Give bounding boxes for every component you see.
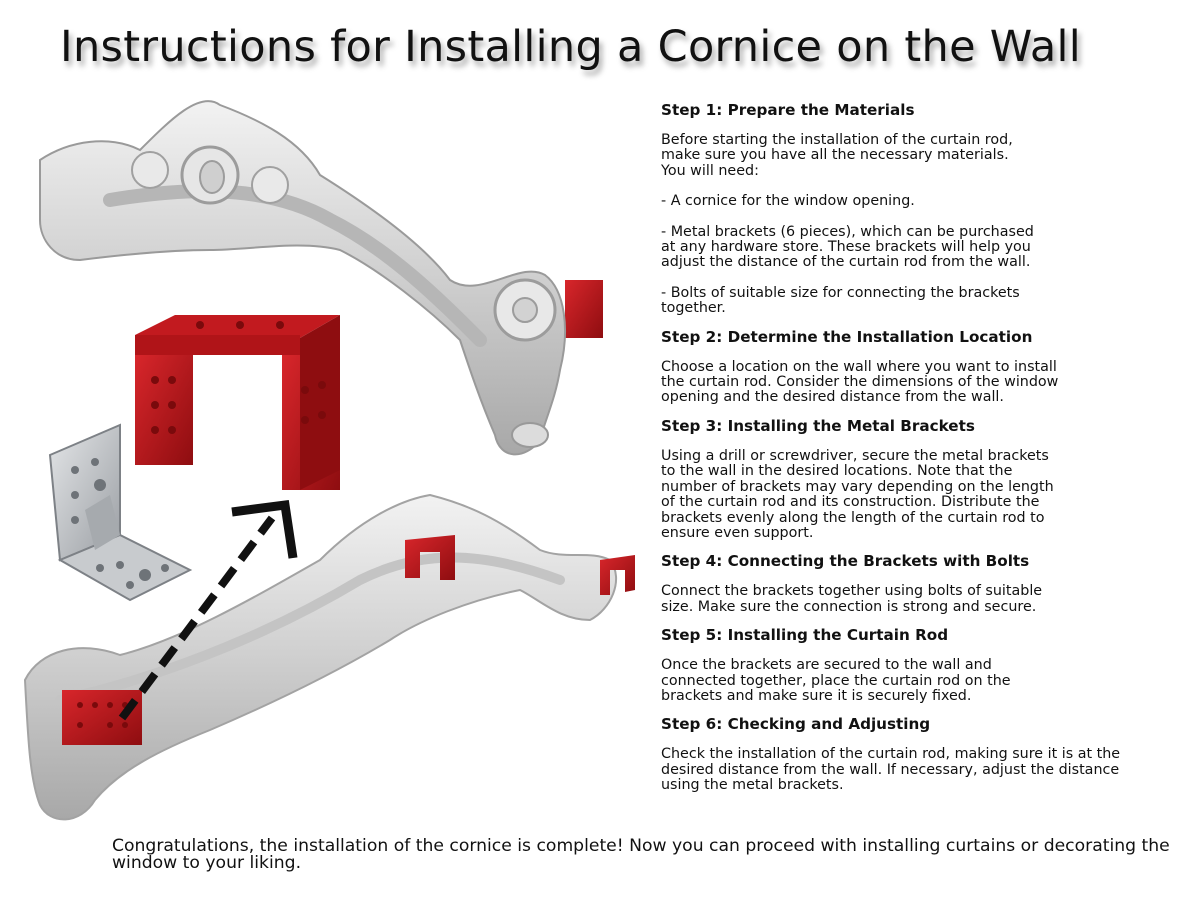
step-paragraph: - Bolts of suitable size for connecting …: [661, 284, 1020, 317]
step-paragraph: Once the brackets are secured to the wal…: [661, 657, 1011, 704]
step-paragraph: Choose a location on the wall where you …: [661, 358, 1059, 406]
step-6: Step 6: Checking and Adjusting Check the…: [661, 716, 1181, 793]
illustration: [23, 100, 635, 821]
dashed-arrow-icon: [118, 499, 298, 721]
step-paragraph: Using a drill or screwdriver, secure the…: [661, 447, 1054, 541]
step-heading: Step 4: Connecting the Brackets with Bol…: [661, 552, 1030, 571]
step-4: Step 4: Connecting the Brackets with Bol…: [661, 553, 1181, 615]
step-heading: Step 3: Installing the Metal Brackets: [661, 416, 975, 435]
step-heading: Step 1: Prepare the Materials: [661, 101, 915, 119]
step-paragraph: Check the installation of the curtain ro…: [661, 746, 1121, 794]
step-3: Step 3: Installing the Metal Brackets Us…: [661, 416, 1181, 541]
angle-bracket-icon: [48, 423, 193, 602]
u-bracket-icon: [135, 315, 340, 490]
step-paragraph: Connect the brackets together using bolt…: [661, 583, 1043, 615]
step-paragraph: - A cornice for the window opening.: [661, 193, 915, 210]
step-5: Step 5: Installing the Curtain Rod Once …: [661, 627, 1181, 704]
page-title: Instructions for Installing a Cornice on…: [60, 22, 1082, 72]
step-1: Step 1: Prepare the Materials Before sta…: [661, 102, 1181, 317]
step-heading: Step 5: Installing the Curtain Rod: [661, 626, 949, 645]
step-paragraph: Before starting the installation of the …: [661, 132, 1013, 179]
step-heading: Step 6: Checking and Adjusting: [661, 715, 931, 734]
steps-list: Step 1: Prepare the Materials Before sta…: [661, 102, 1181, 806]
completion-message: Congratulations, the installation of the…: [112, 836, 1170, 873]
step-heading: Step 2: Determine the Installation Locat…: [661, 327, 1033, 346]
cornice-profile-icon: [23, 493, 635, 821]
step-2: Step 2: Determine the Installation Locat…: [661, 327, 1181, 406]
step-paragraph: - Metal brackets (6 pieces), which can b…: [661, 223, 1034, 271]
ornate-cornice-icon: [39, 100, 603, 456]
